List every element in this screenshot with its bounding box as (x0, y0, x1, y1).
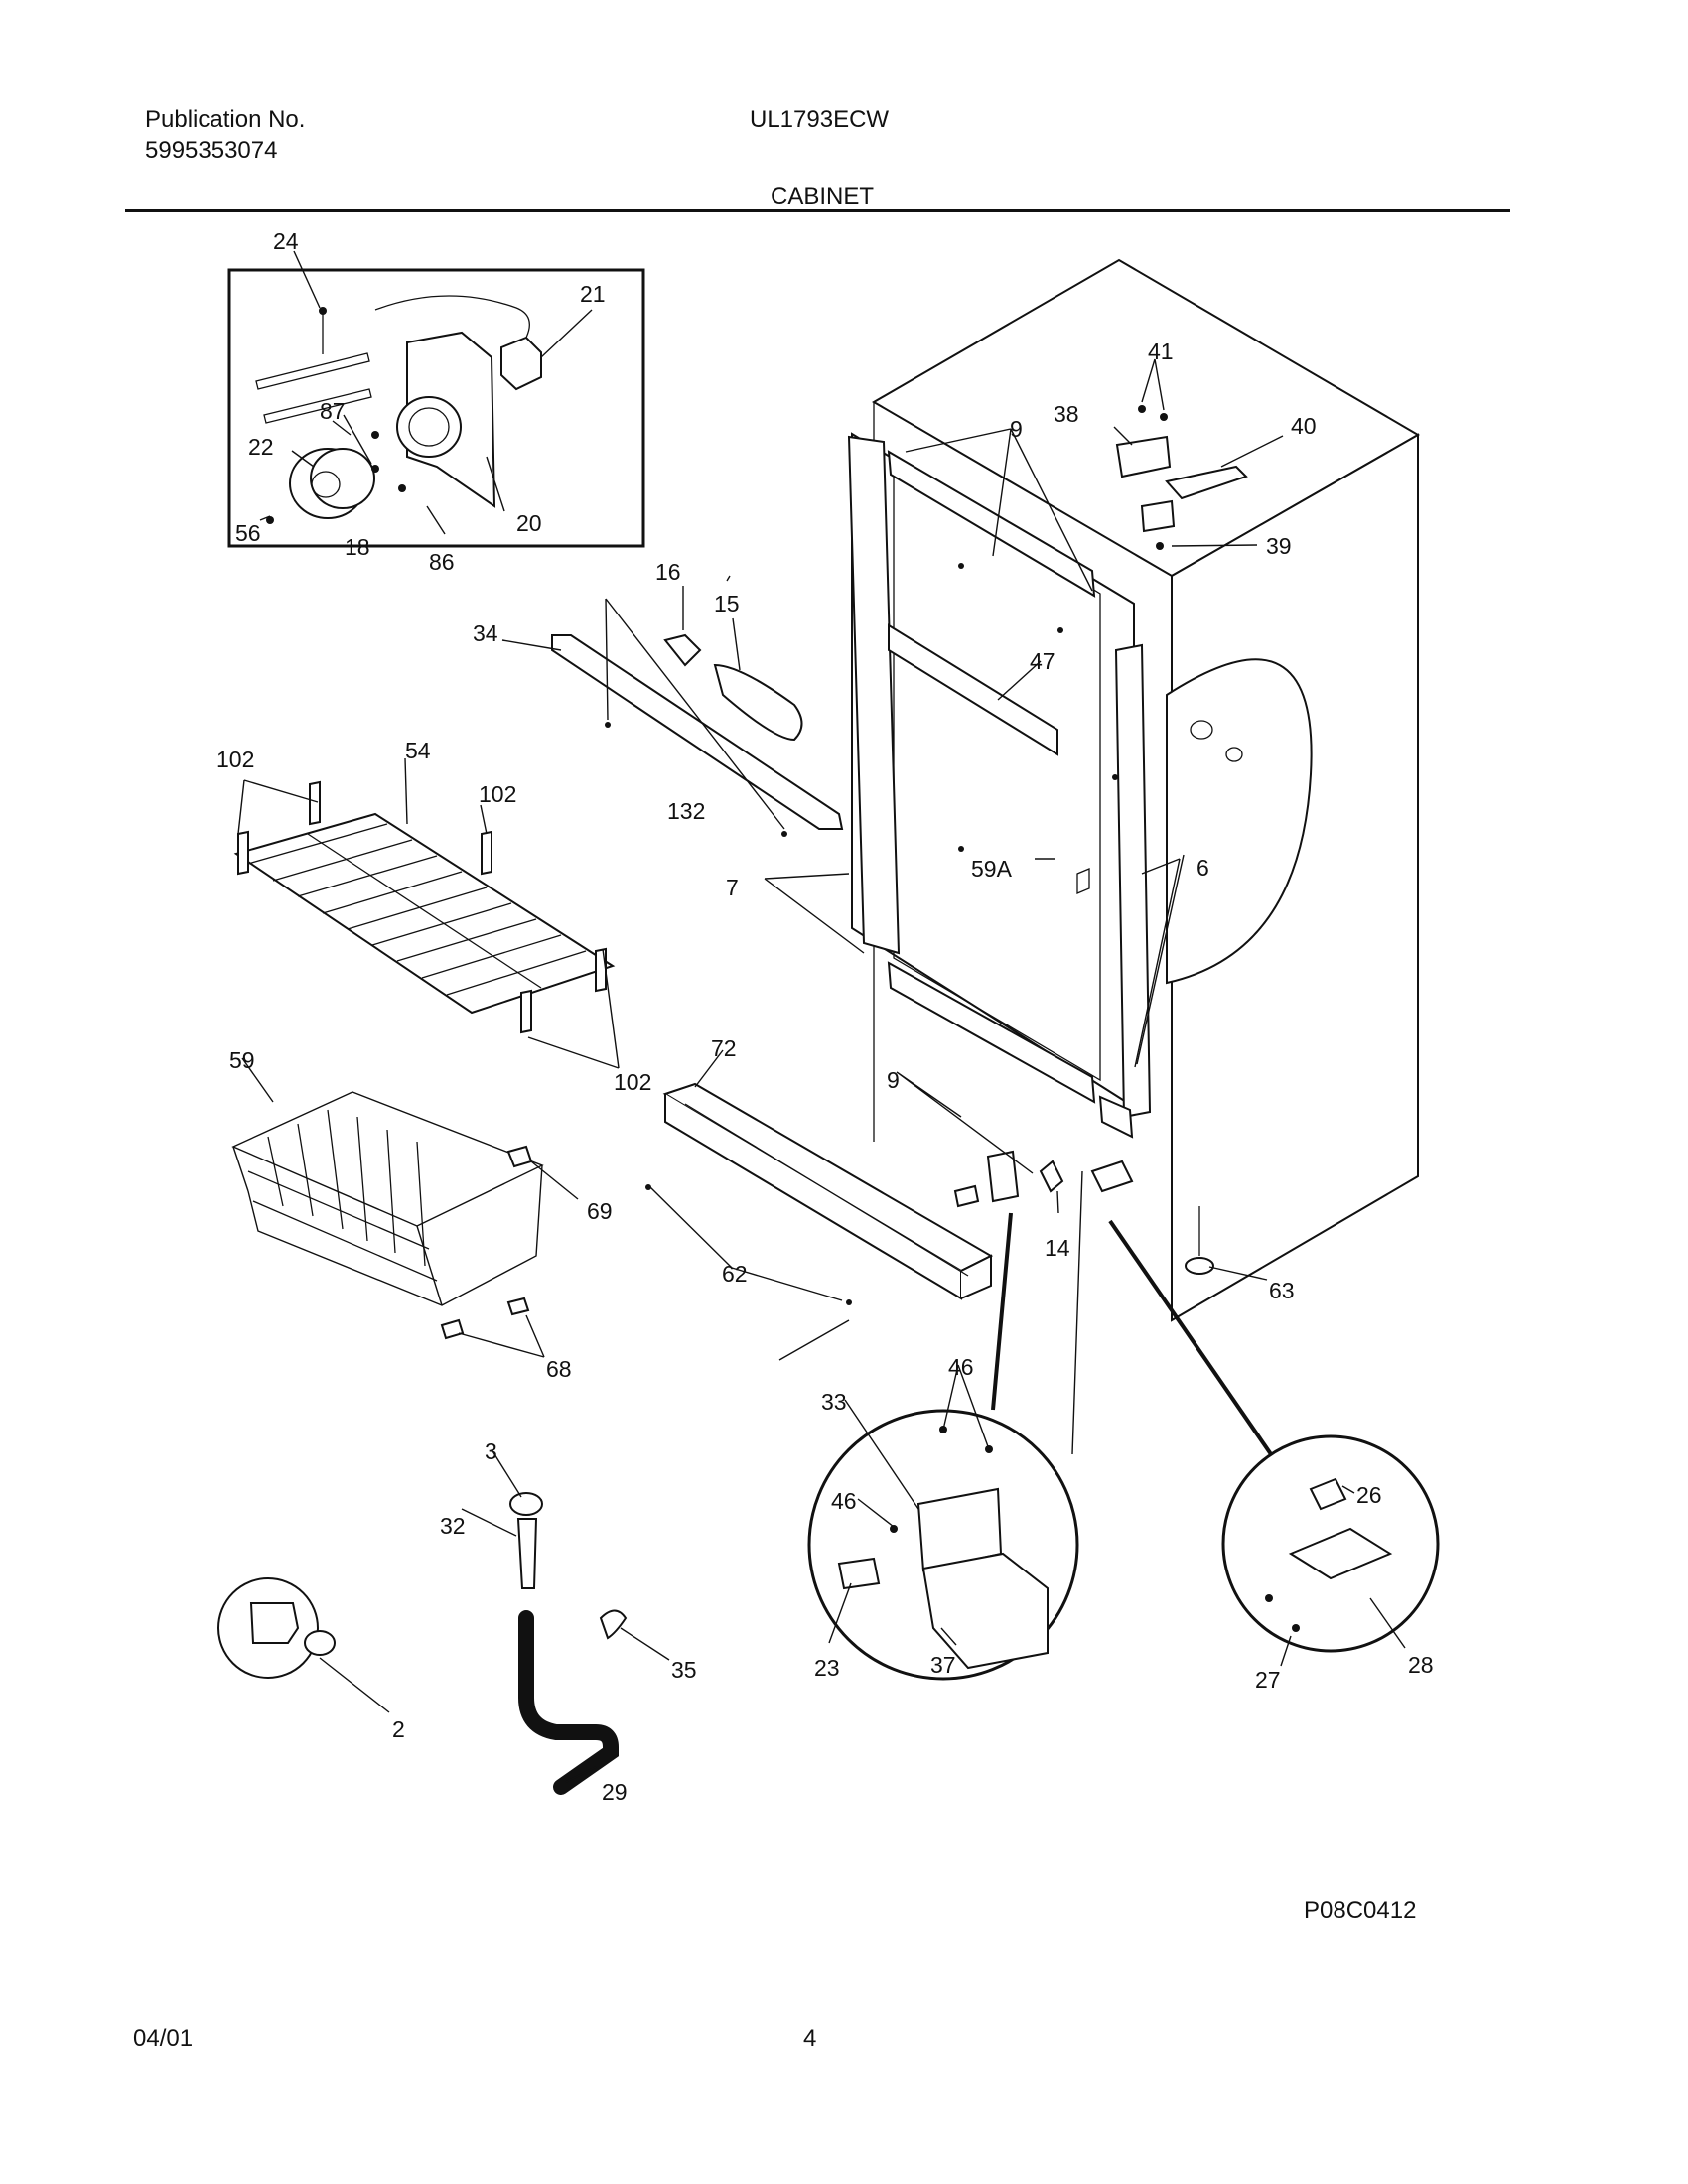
footer-date: 04/01 (133, 2025, 194, 2052)
top-hinge (1115, 405, 1248, 550)
callout-6: 6 (1196, 855, 1209, 881)
callout-87: 87 (320, 398, 346, 424)
page-number: 4 (803, 2025, 817, 2052)
callout-9-bottom: 9 (887, 1067, 900, 1093)
callout-23: 23 (814, 1655, 840, 1681)
callout-39: 39 (1266, 533, 1292, 559)
light-assembly-inset (227, 268, 645, 548)
detail-pointer-left (991, 1212, 1013, 1411)
callout-72: 72 (711, 1035, 737, 1061)
section-title: CABINET (771, 183, 875, 209)
callout-46-mid: 46 (831, 1488, 857, 1514)
callout-16: 16 (655, 559, 681, 585)
callout-14: 14 (1045, 1235, 1070, 1261)
callout-labels: 24 21 87 22 20 56 18 86 16 15 34 41 38 4… (216, 228, 1434, 1805)
callout-22: 22 (248, 434, 274, 460)
callout-40: 40 (1291, 413, 1317, 439)
leader-lines (237, 250, 1406, 1783)
callout-18: 18 (345, 534, 370, 560)
publication-label: Publication No. (145, 106, 306, 133)
callout-102-left: 102 (216, 747, 254, 772)
publication-number: 5995353074 (145, 137, 278, 164)
callout-35: 35 (671, 1657, 697, 1683)
callout-102-bottom: 102 (614, 1069, 651, 1095)
callout-21: 21 (580, 281, 606, 307)
model-number: UL1793ECW (750, 106, 890, 133)
callout-20: 20 (516, 510, 542, 536)
wire-shelf (233, 780, 616, 1034)
callout-28: 28 (1408, 1652, 1434, 1678)
callout-68: 68 (546, 1356, 572, 1382)
callout-47: 47 (1030, 648, 1055, 674)
detail-circle-left (807, 1409, 1079, 1681)
callout-2: 2 (392, 1716, 405, 1742)
callout-32: 32 (440, 1513, 466, 1539)
bottom-hinge-parts (953, 1150, 1134, 1208)
callout-46-top: 46 (948, 1354, 974, 1380)
callout-33: 33 (821, 1389, 847, 1415)
callout-27: 27 (1255, 1667, 1281, 1693)
callout-132: 132 (667, 798, 705, 824)
callout-9-top: 9 (1010, 416, 1023, 442)
callout-38: 38 (1054, 401, 1079, 427)
callout-54: 54 (405, 738, 431, 763)
detail-pointer-right (1108, 1219, 1273, 1456)
callout-3: 3 (485, 1438, 497, 1464)
callout-59: 59 (229, 1047, 255, 1073)
callout-63: 63 (1269, 1278, 1295, 1303)
header-rule (125, 209, 1510, 212)
callout-86: 86 (429, 549, 455, 575)
callout-15: 15 (714, 591, 740, 616)
kickplate (645, 1082, 994, 1305)
callout-37: 37 (930, 1652, 956, 1678)
cabinet-body (847, 258, 1420, 1322)
callout-29: 29 (602, 1779, 628, 1805)
callout-62: 62 (722, 1261, 748, 1287)
callout-7: 7 (726, 875, 739, 900)
callout-41: 41 (1148, 339, 1174, 364)
detail-circle-right (1221, 1434, 1440, 1653)
wire-basket (231, 1091, 544, 1340)
drawing-code: P08C0412 (1304, 1897, 1417, 1924)
callout-34: 34 (473, 620, 498, 646)
callout-69: 69 (587, 1198, 613, 1224)
callout-24: 24 (273, 228, 299, 254)
callout-59A: 59A (971, 856, 1013, 882)
loose-parts (217, 1492, 628, 1795)
leveling-leg (1185, 1206, 1214, 1275)
light-cover (551, 633, 844, 837)
callout-26: 26 (1356, 1482, 1382, 1508)
callout-102-mid: 102 (479, 781, 516, 807)
callout-56: 56 (235, 520, 261, 546)
